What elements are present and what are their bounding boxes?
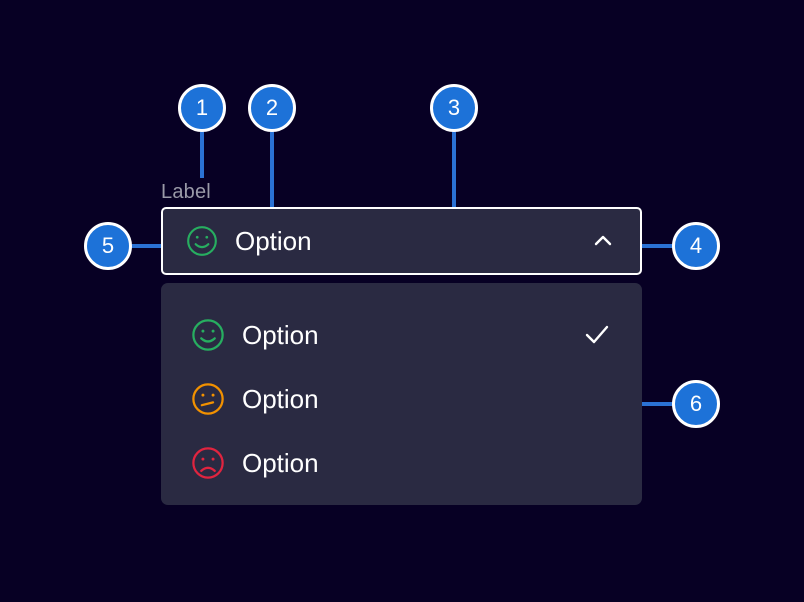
callout-line-6 <box>640 402 674 406</box>
check-icon <box>582 320 612 350</box>
callout-badge-6: 6 <box>672 380 720 428</box>
dropdown-option-3[interactable]: Option <box>161 431 642 495</box>
select-trigger-value: Option <box>235 226 312 256</box>
smiley-neutral-icon <box>190 381 226 417</box>
callout-badge-4: 4 <box>672 222 720 270</box>
callout-badge-1: 1 <box>178 84 226 132</box>
chevron-up-icon[interactable] <box>590 228 616 254</box>
dropdown-option-2[interactable]: Option <box>161 367 642 431</box>
callout-badge-2: 2 <box>248 84 296 132</box>
field-label: Label <box>161 181 211 203</box>
dropdown-option-label: Option <box>242 320 319 350</box>
dropdown-option-label: Option <box>242 448 319 478</box>
callout-line-2 <box>270 128 274 240</box>
callout-line-4 <box>640 244 674 248</box>
dropdown-option-1[interactable]: Option <box>161 303 642 367</box>
callout-line-1 <box>200 128 204 178</box>
dropdown-option-label: Option <box>242 384 319 414</box>
callout-line-3 <box>452 128 456 243</box>
smiley-happy-icon <box>190 317 226 353</box>
dropdown-panel: Option Option <box>161 283 642 505</box>
smiley-happy-icon <box>185 224 219 258</box>
callout-badge-5: 5 <box>84 222 132 270</box>
callout-line-5 <box>130 244 166 248</box>
callout-badge-3: 3 <box>430 84 478 132</box>
select-trigger[interactable]: Option <box>161 207 642 275</box>
smiley-sad-icon <box>190 445 226 481</box>
